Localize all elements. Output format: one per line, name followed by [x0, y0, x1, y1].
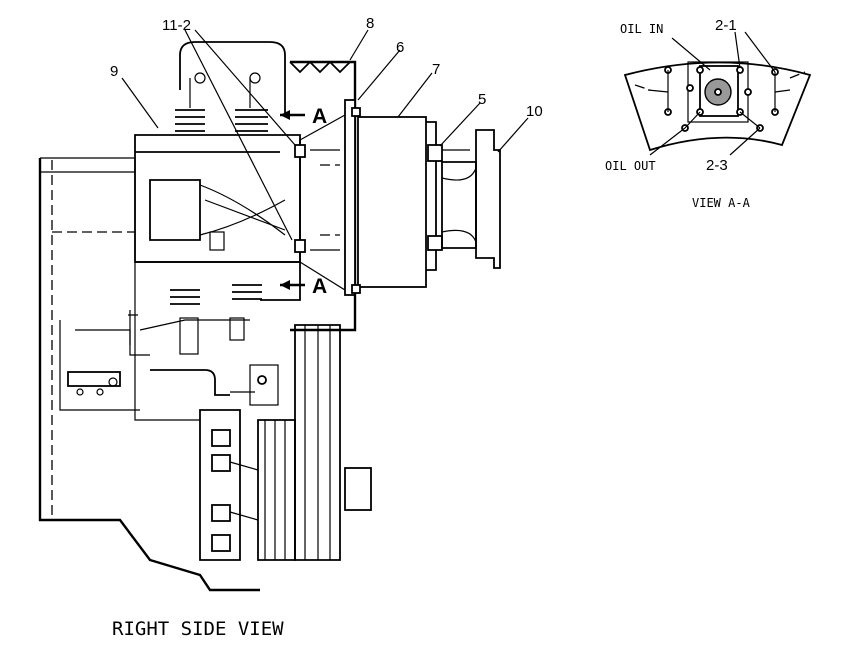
flange-10	[441, 129, 501, 269]
callout-2-1: 2-1	[715, 17, 737, 34]
callouts: 8 6 7 5 10 9 11-2	[110, 15, 543, 241]
callout-10: 10	[526, 103, 543, 120]
view-a-a-labels: OIL IN 2-1 OIL OUT 2-3 VIEW A-A	[605, 17, 776, 210]
callout-7: 7	[432, 61, 440, 78]
section-mark-bottom: A	[312, 275, 327, 298]
pump-gear-7	[344, 99, 427, 296]
section-cut-top: A	[280, 105, 327, 128]
crank-pulleys	[199, 324, 372, 561]
oil-out-label: OIL OUT	[605, 159, 656, 173]
view-a-a-title: VIEW A-A	[692, 196, 751, 210]
section-cut-bottom: A	[280, 275, 327, 298]
engine-block-outline	[38, 157, 260, 592]
governor-housing	[134, 41, 301, 301]
callout-9: 9	[110, 63, 118, 80]
fuel-lines-and-fittings	[67, 310, 279, 406]
callout-5: 5	[478, 91, 486, 108]
callout-8: 8	[366, 15, 374, 32]
governor-springs-bottom	[170, 284, 262, 355]
callout-6: 6	[396, 39, 404, 56]
oil-in-label: OIL IN	[620, 22, 663, 36]
right-side-view-title: RIGHT SIDE VIEW	[112, 618, 284, 640]
callout-11-2: 11-2	[162, 17, 191, 34]
section-mark-top: A	[312, 105, 327, 128]
governor-springs-top	[175, 78, 268, 132]
callout-2-3: 2-3	[706, 157, 728, 174]
view-a-a-detail	[623, 61, 812, 152]
